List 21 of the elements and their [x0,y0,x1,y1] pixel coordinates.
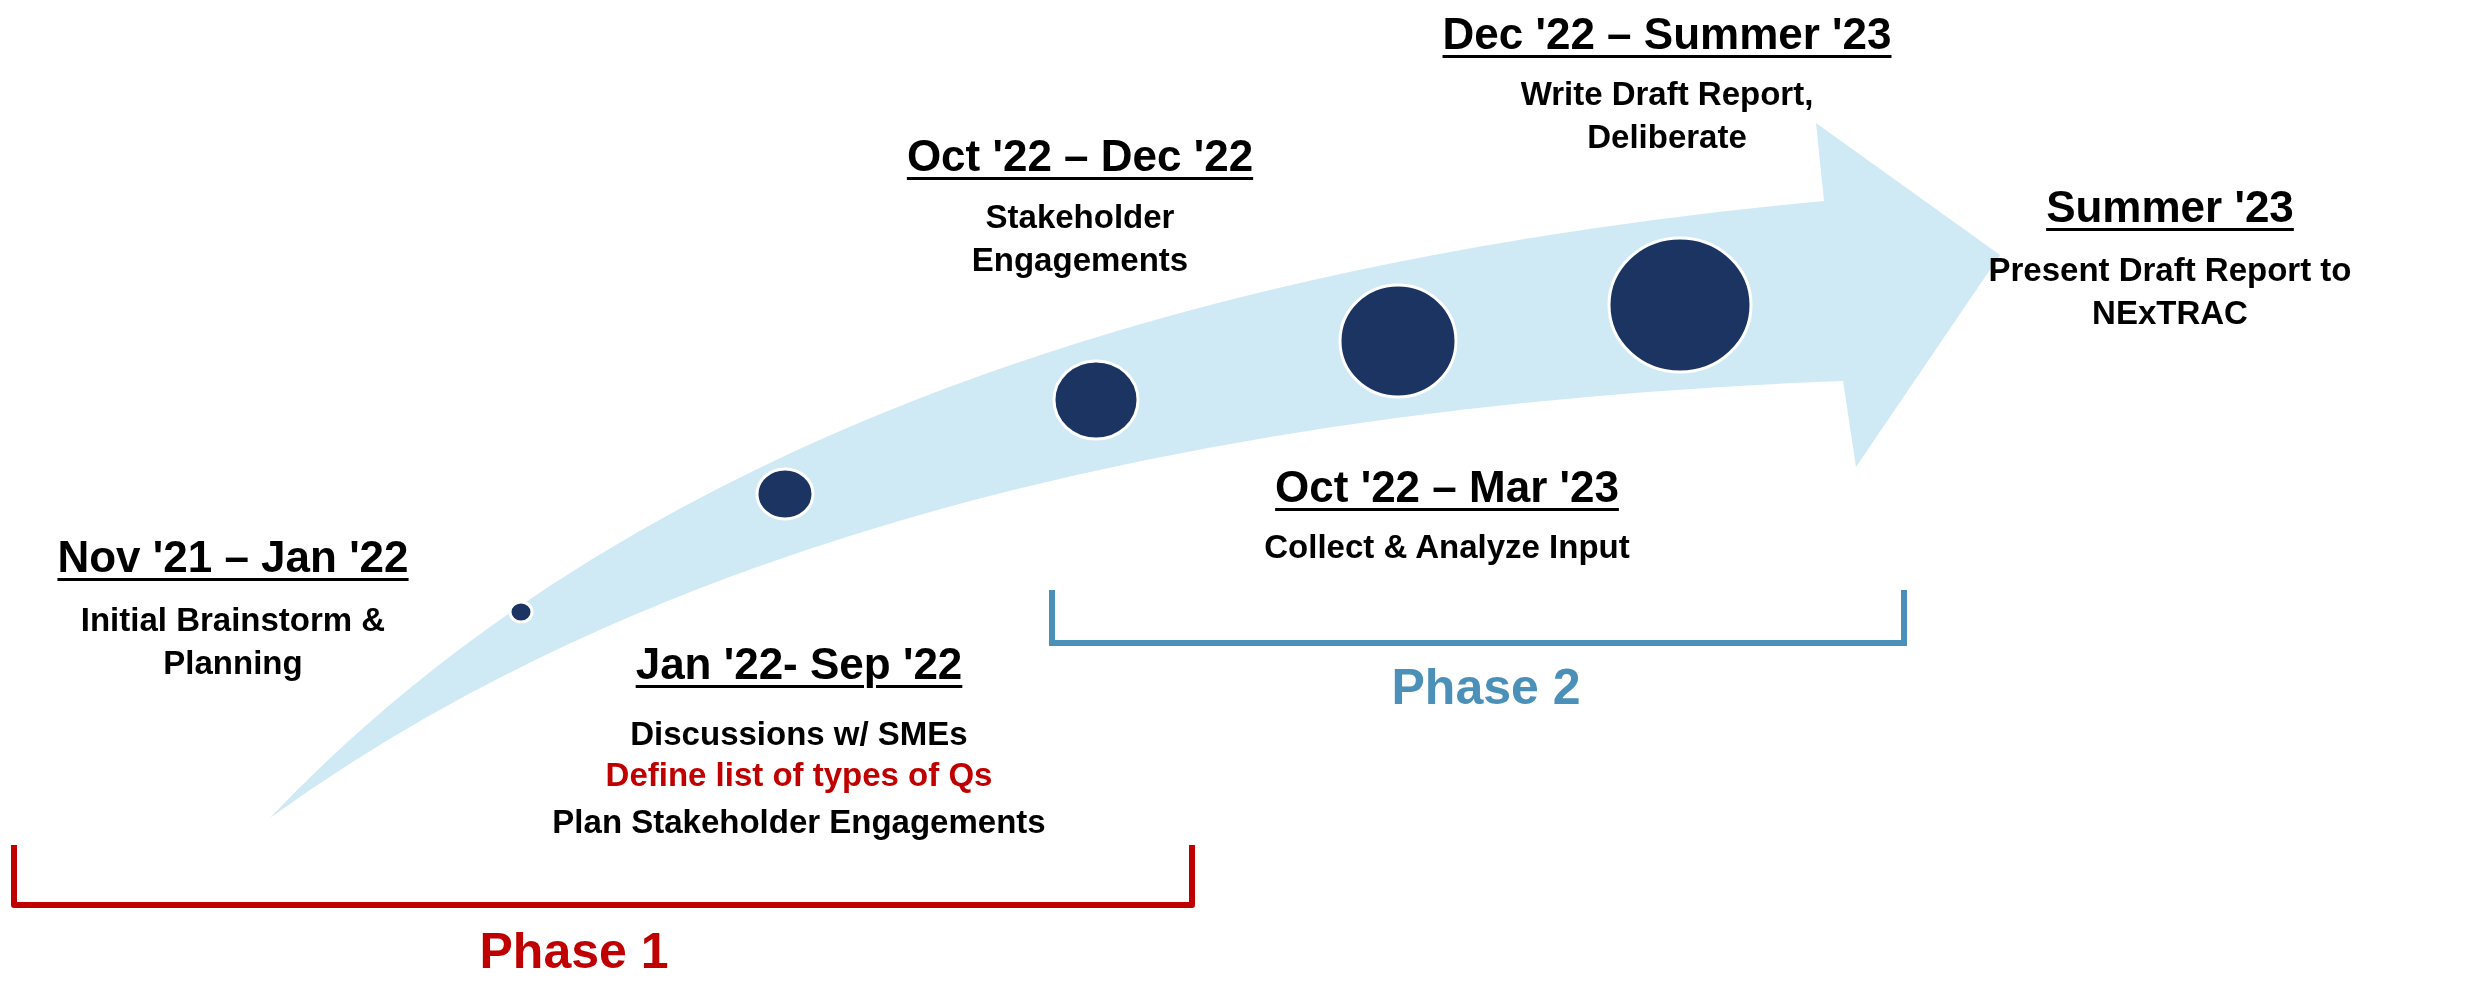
milestone-dot [1050,357,1142,443]
milestone-dot [506,598,536,626]
milestone-dot [753,465,817,523]
milestone-dot [1336,281,1460,401]
date-heading: Nov '21 – Jan '22 [56,531,410,583]
phase-description: Initial Brainstorm & Planning [79,600,387,683]
milestone-dot [1605,234,1755,376]
date-heading: Dec '22 – Summer '23 [1441,8,1893,60]
phase-description: Write Draft Report, Deliberate [1519,74,1815,157]
date-heading: Oct '22 – Mar '23 [1274,461,1620,513]
phase-description: Present Draft Report to NExTRAC [1987,250,2353,333]
phase-label: Phase 2 [1390,662,1582,712]
phase-label: Phase 1 [478,926,670,976]
date-heading: Jan '22- Sep '22 [634,638,964,690]
phase-description: Discussions w/ SMEs [629,714,969,754]
date-heading: Summer '23 [2045,181,2295,233]
phase-description: Collect & Analyze Input [1263,527,1631,567]
date-heading: Oct '22 – Dec '22 [905,130,1255,182]
phase-description: Define list of types of Qs [604,755,994,795]
phase-description: Stakeholder Engagements [970,197,1190,280]
phase-description: Plan Stakeholder Engagements [551,802,1047,842]
